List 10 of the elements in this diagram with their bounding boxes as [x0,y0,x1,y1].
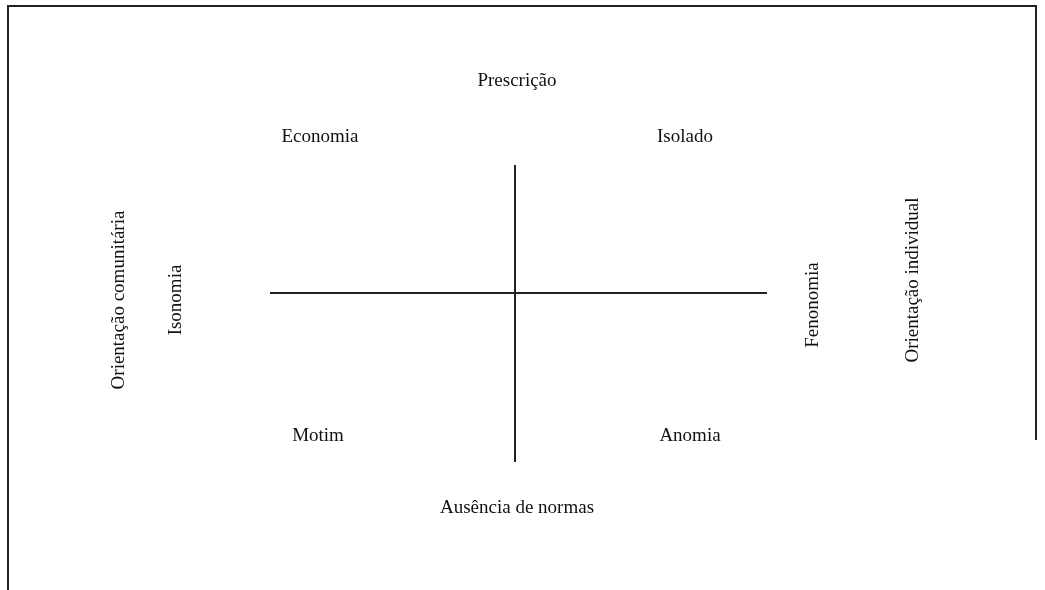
axis-label: Prescrição [477,69,557,91]
quadrant-label: Economia [281,125,359,147]
quadrant-label: Motim [292,424,344,446]
axis-label: Ausência de normas [439,496,595,518]
quadrant-label: Anomia [659,424,721,446]
quadrant-label: Isolado [657,125,713,147]
axis-label: Isonomia [164,264,186,336]
axis-label: Orientação individual [901,197,923,363]
axis-label: Fenonomia [801,262,823,348]
axis-label: Orientação comunitária [107,210,129,390]
